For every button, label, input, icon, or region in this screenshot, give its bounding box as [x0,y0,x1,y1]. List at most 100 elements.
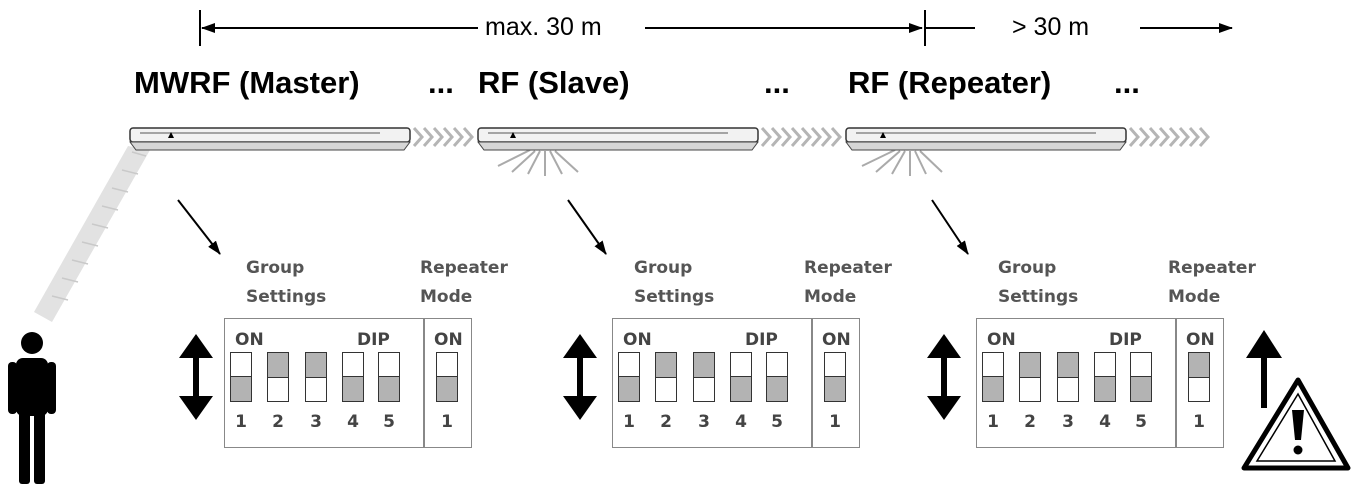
group-label: Group [634,258,693,278]
dip-label: DIP [745,330,778,350]
mode-label: Mode [1168,287,1221,307]
switch-number: 5 [1135,412,1147,432]
on-label: ON [987,330,1016,350]
repeater-switch-frame: ON [424,318,472,448]
switch-number: 3 [310,412,322,432]
repeater-up-arrow-icon [1246,330,1282,408]
switch-number: 5 [383,412,395,432]
switch-actuator [343,376,363,401]
dip-switch-3[interactable] [1057,352,1079,402]
repeater-label: Repeater [1168,258,1256,278]
radio-signal-3 [1128,127,1211,147]
on-label: ON [822,330,851,350]
pointer-arrow-master [177,199,221,255]
switch-number: 3 [698,412,710,432]
ellipsis-2: ... [764,65,790,100]
updown-arrow-icon-3 [927,334,961,420]
switch-number: 3 [1062,412,1074,432]
dip-switch-3[interactable] [693,352,715,402]
radio-signal-2 [760,127,843,147]
switch-number: 1 [987,412,999,432]
sensor-fan-slave [497,149,579,176]
switch-actuator [656,353,676,378]
switch-actuator [306,353,326,378]
switch-actuator [619,376,639,401]
repeater-label: Repeater [804,258,892,278]
dip-switch-1[interactable] [982,352,1004,402]
mode-label: Mode [420,287,473,307]
switch-number: 1 [1193,412,1205,432]
dip-switch-2[interactable] [1019,352,1041,402]
switch-actuator [767,376,787,401]
switch-actuator [1095,376,1115,401]
repeater-mode-switch[interactable] [1188,352,1210,402]
dip-switch-2[interactable] [267,352,289,402]
switch-number: 2 [660,412,672,432]
dip-panel-repeater: Group Settings Repeater Mode ON DIP ON 1… [930,254,1256,454]
dip-switch-4[interactable] [342,352,364,402]
switch-actuator [1058,353,1078,378]
switch-number: 1 [623,412,635,432]
switch-actuator [1131,376,1151,401]
mode-label: Mode [804,287,857,307]
luminaire-repeater [845,127,1127,151]
switch-actuator [379,376,399,401]
dip-switch-5[interactable] [378,352,400,402]
dip-switch-4[interactable] [1094,352,1116,402]
updown-arrow-icon-2 [563,334,597,420]
radio-signal-1 [412,127,475,147]
repeater-label: Repeater [420,258,508,278]
switch-actuator [1189,353,1209,378]
on-label: ON [623,330,652,350]
sensor-fan-repeater [861,149,943,176]
warning-icon [1241,377,1351,471]
pointer-arrow-repeater [931,199,969,255]
switch-number: 2 [272,412,284,432]
ellipsis-1: ... [428,65,454,100]
group-switch-frame: ON DIP [612,318,812,448]
dip-label: DIP [357,330,390,350]
person-icon [8,332,56,484]
settings-label: Settings [634,287,715,307]
repeater-mode-switch[interactable] [436,352,458,402]
switch-actuator [731,376,751,401]
pointer-arrow-slave [567,199,607,255]
on-label: ON [235,330,264,350]
settings-label: Settings [246,287,327,307]
over-range-label: > 30 m [1012,13,1090,41]
group-switch-frame: ON DIP [976,318,1176,448]
range-arrows [199,10,1233,46]
on-label: ON [434,330,463,350]
dip-switch-4[interactable] [730,352,752,402]
switch-actuator [983,376,1003,401]
dip-panel-master: Group Settings Repeater Mode ON DIP ON 1… [178,254,508,454]
updown-arrow-icon-1 [179,334,213,420]
switch-actuator [437,376,457,401]
dip-switch-2[interactable] [655,352,677,402]
dip-switch-5[interactable] [1130,352,1152,402]
switch-number: 1 [829,412,841,432]
repeater-switch-frame: ON [1176,318,1224,448]
switch-actuator [268,353,288,378]
dip-switch-5[interactable] [766,352,788,402]
group-switch-frame: ON DIP [224,318,424,448]
switch-number: 1 [441,412,453,432]
dip-label: DIP [1109,330,1142,350]
switch-number: 2 [1024,412,1036,432]
dip-switch-3[interactable] [305,352,327,402]
group-label: Group [998,258,1057,278]
repeater-title: RF (Repeater) [848,65,1052,100]
repeater-mode-switch[interactable] [824,352,846,402]
dip-switch-1[interactable] [230,352,252,402]
on-label: ON [1186,330,1215,350]
switch-number: 4 [735,412,747,432]
settings-label: Settings [998,287,1079,307]
dip-switch-1[interactable] [618,352,640,402]
switch-actuator [231,376,251,401]
max-range-label: max. 30 m [485,13,602,41]
switch-number: 1 [235,412,247,432]
ellipsis-3: ... [1114,65,1140,100]
luminaire-master [129,127,411,151]
dip-panel-slave: Group Settings Repeater Mode ON DIP ON 1… [566,254,892,454]
